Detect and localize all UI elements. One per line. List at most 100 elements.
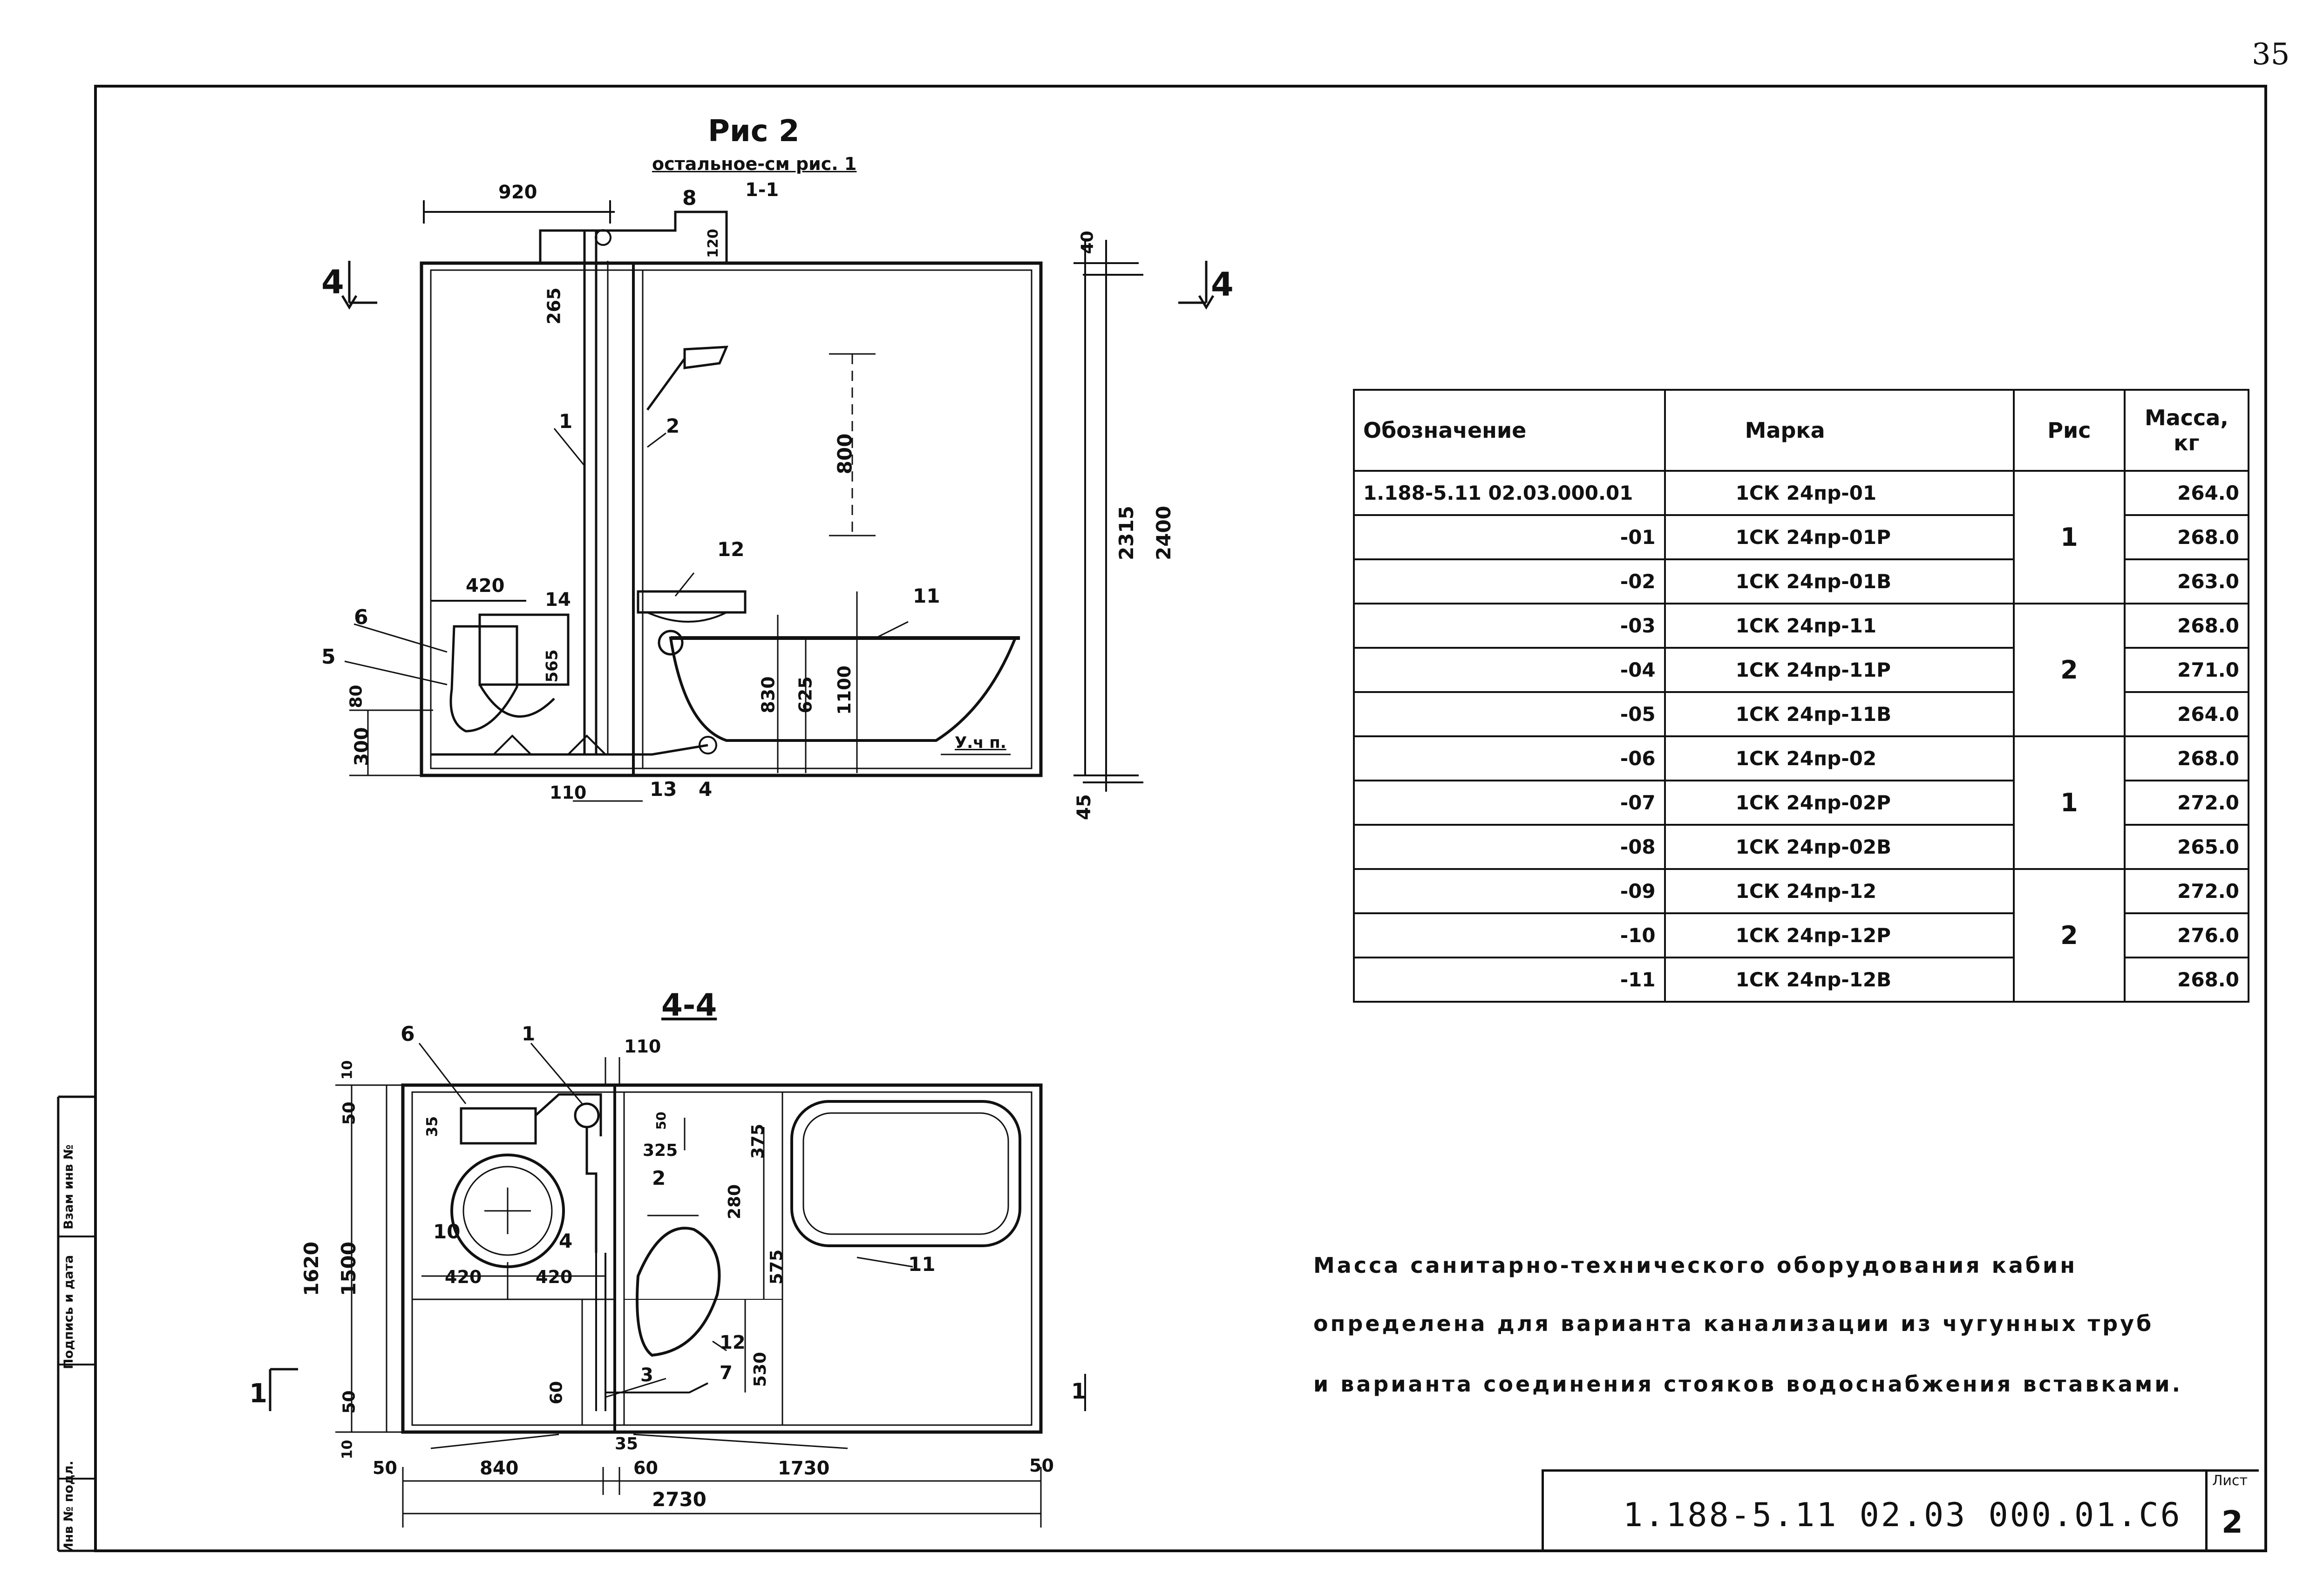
mark-cell: 1СК 24пр-02	[1664, 735, 2015, 781]
plan-callout-2: 2	[652, 1167, 666, 1189]
designation-cell: -02	[1353, 558, 1666, 604]
mass-cell: 264.0	[2123, 470, 2250, 516]
figure2-section-label: 1-1	[745, 179, 779, 201]
mass-cell: 276.0	[2123, 912, 2250, 958]
plan-dim-575: 575	[767, 1249, 787, 1285]
section44-cut-mark-right: 1	[1071, 1379, 1087, 1404]
dim-1100: 1100	[834, 666, 855, 715]
plan-dim-1500: 1500	[337, 1242, 360, 1296]
sheet-frame	[94, 85, 2267, 1552]
plan-dim-50d: 50	[373, 1458, 397, 1478]
fig-cell: 1	[2013, 735, 2126, 870]
callout-2: 2	[666, 414, 680, 437]
mark-cell: 1СК 24пр-01В	[1664, 558, 2015, 604]
plan-dim-1620: 1620	[299, 1242, 323, 1296]
table-row: -04 1СК 24пр-11Р 271.0	[1353, 647, 2250, 693]
stamp-cell-inv-podl: Инв № подл.	[61, 1460, 76, 1553]
mark-cell: 1СК 24пр-12Р	[1664, 912, 2015, 958]
dim-300: 300	[351, 727, 373, 766]
plan-dim-840: 840	[480, 1458, 519, 1479]
plan-callout-11: 11	[908, 1253, 936, 1276]
mass-cell: 268.0	[2123, 735, 2250, 781]
plan-callout-4: 4	[559, 1229, 573, 1252]
dim-2315: 2315	[1114, 506, 1138, 560]
table-row: -06 1СК 24пр-02 1 268.0	[1353, 735, 2250, 870]
figure2-subtitle: остальное-см рис. 1	[652, 154, 857, 174]
dim-110: 110	[550, 782, 587, 803]
callout-8: 8	[682, 186, 697, 210]
callout-6: 6	[354, 605, 368, 629]
designation-cell: -05	[1353, 691, 1666, 737]
dim-45: 45	[1073, 794, 1095, 820]
mass-cell: 272.0	[2123, 780, 2250, 826]
plan-dim-420b: 420	[536, 1267, 573, 1287]
plan-dim-50b: 50	[653, 1112, 669, 1130]
dim-40: 40	[1078, 231, 1097, 254]
callout-4: 4	[699, 778, 713, 801]
dim-420: 420	[466, 575, 505, 597]
note-line-2: определена для варианта канализации из ч…	[1313, 1311, 2154, 1336]
mark-cell: 1СК 24пр-01	[1664, 470, 2015, 516]
plan-dim-50c: 50	[340, 1390, 359, 1414]
plan-dim-10a: 10	[339, 1060, 356, 1080]
header-mass: Масса, кг	[2123, 389, 2250, 472]
mark-cell: 1СК 24пр-11	[1664, 603, 2015, 649]
plan-dim-60a: 60	[547, 1381, 566, 1405]
dim-2400: 2400	[1152, 506, 1175, 560]
plan-dim-325: 325	[643, 1141, 678, 1160]
designation-cell: -04	[1353, 647, 1666, 693]
plan-callout-3: 3	[640, 1365, 653, 1386]
designation-cell: -09	[1353, 868, 1666, 914]
note-line-1: Масса санитарно-технического оборудовани…	[1313, 1253, 2077, 1278]
plan-dim-10b: 10	[339, 1440, 356, 1460]
header-fig: Рис	[2013, 389, 2126, 472]
level-mark: У.ч п.	[955, 733, 1006, 752]
plan-dim-35b: 35	[615, 1434, 639, 1453]
header-designation: Обозначение	[1353, 389, 1666, 472]
sheet-number: 2	[2222, 1504, 2243, 1540]
plan-dim-420a: 420	[445, 1267, 482, 1287]
fig-cell: 2	[2013, 603, 2126, 737]
mark-cell: 1СК 24пр-12В	[1664, 957, 2015, 1003]
sheet-label: Лист	[2212, 1473, 2248, 1489]
designation-cell: -06	[1353, 735, 1666, 781]
designation-cell: -10	[1353, 912, 1666, 958]
mass-cell: 268.0	[2123, 603, 2250, 649]
section44-title: 4-4	[661, 987, 717, 1023]
mass-cell: 268.0	[2123, 957, 2250, 1003]
table-row: -03 1СК 24пр-11 2 268.0	[1353, 603, 2250, 737]
mark-cell: 1СК 24пр-11Р	[1664, 647, 2015, 693]
header-mark: Марка	[1664, 389, 2015, 472]
figure2-cut-mark-right: 4	[1211, 265, 1234, 304]
spec-table: Обозначение Марка Рис Масса, кг 1.188-5.…	[1353, 389, 2250, 1003]
callout-11: 11	[913, 584, 940, 607]
plan-callout-10: 10	[433, 1220, 461, 1243]
stamp-cell-replaced-inv: Взам инв №	[61, 1144, 76, 1229]
stamp-cell-signature: Подпись и дата	[61, 1255, 76, 1369]
mass-cell: 268.0	[2123, 514, 2250, 560]
callout-14: 14	[545, 589, 571, 611]
callout-12: 12	[717, 538, 745, 561]
plan-dim-50e: 50	[1029, 1455, 1054, 1476]
dim-830: 830	[758, 676, 779, 713]
callout-13: 13	[650, 778, 677, 801]
callout-5: 5	[321, 645, 336, 669]
figure2-elevation	[341, 200, 1215, 802]
dim-565: 565	[543, 649, 562, 683]
plan-dim-280: 280	[725, 1184, 745, 1220]
designation-cell: -07	[1353, 780, 1666, 826]
mass-cell: 265.0	[2123, 824, 2250, 870]
dim-80: 80	[346, 685, 366, 708]
table-row: -09 1СК 24пр-12 2 272.0	[1353, 868, 2250, 1003]
table-row: -01 1СК 24пр-01Р 268.0	[1353, 514, 2250, 560]
table-row: -07 1СК 24пр-02Р 272.0	[1353, 780, 2250, 826]
dim-265: 265	[544, 287, 564, 325]
plan-callout-1: 1	[522, 1022, 536, 1045]
section44-plan	[269, 1043, 1086, 1528]
mark-cell: 1СК 24пр-02В	[1664, 824, 2015, 870]
mark-cell: 1СК 24пр-02Р	[1664, 780, 2015, 826]
table-row: -08 1СК 24пр-02В 265.0	[1353, 824, 2250, 870]
mark-cell: 1СК 24пр-01Р	[1664, 514, 2015, 560]
callout-1: 1	[559, 410, 573, 433]
